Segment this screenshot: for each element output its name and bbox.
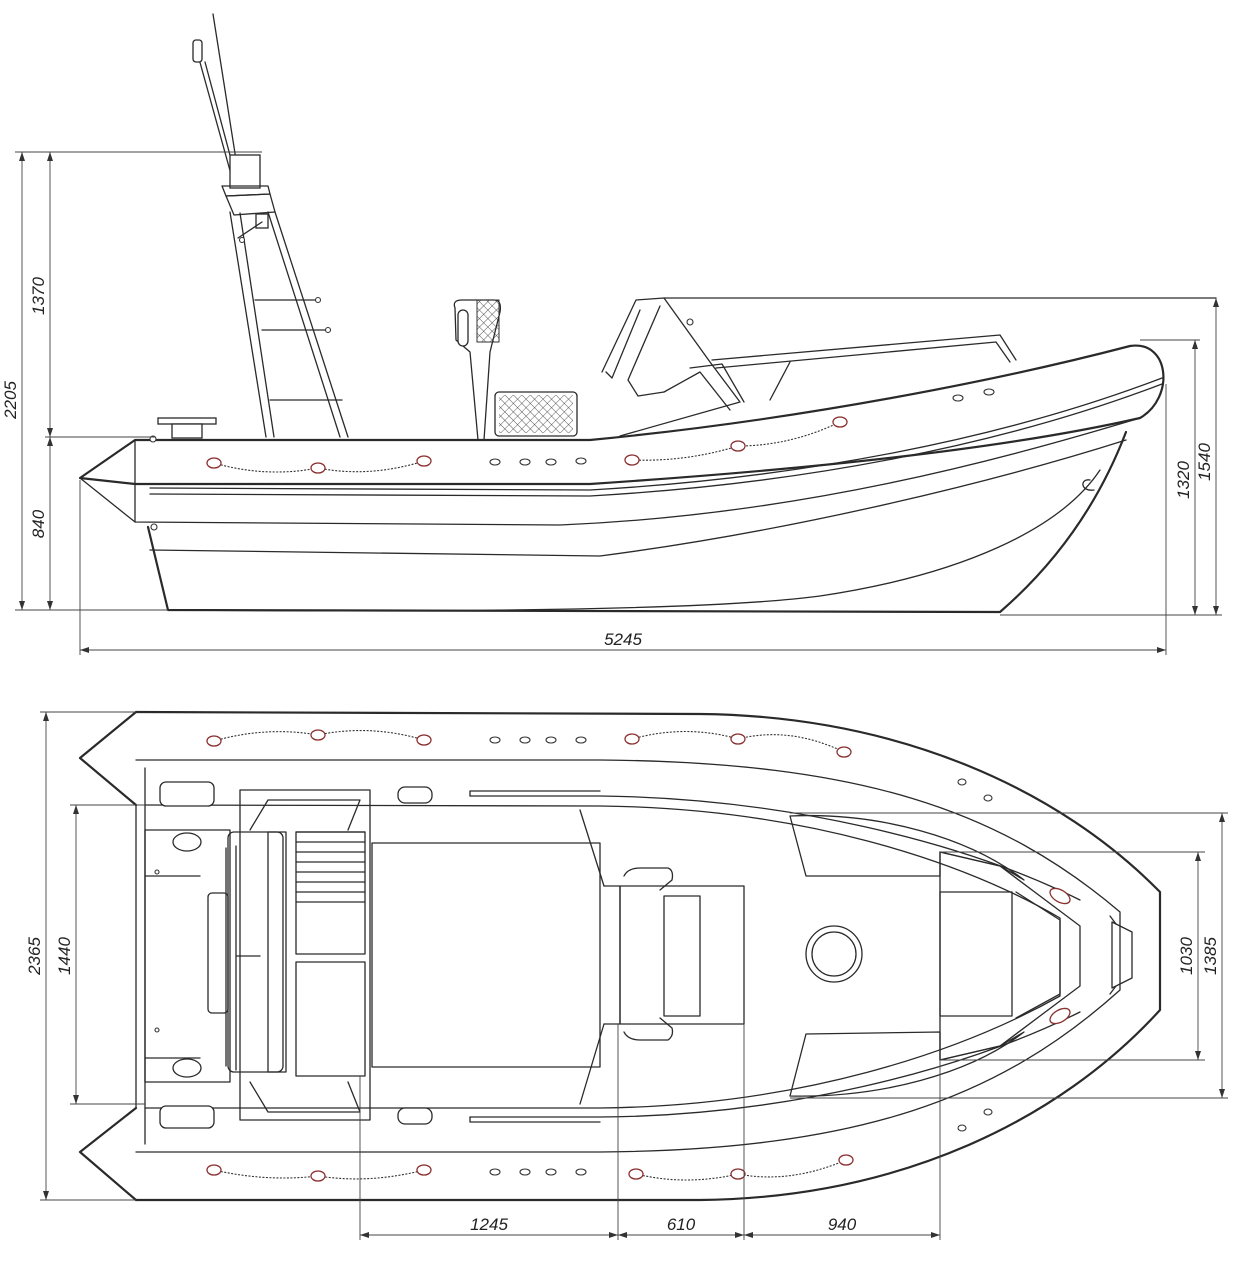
- stern-cleat: [157, 417, 217, 425]
- side-dimensions: [15, 151, 1222, 655]
- dim-length-overall: 5245: [604, 630, 642, 649]
- dim-height-lower: 840: [29, 509, 48, 538]
- dim-beam-total: 2365: [25, 937, 44, 976]
- deck-hatch-round: [805, 925, 863, 983]
- top-rope-rings: [206, 729, 993, 1182]
- top-cleat-lower: [397, 1107, 433, 1125]
- top-arch-frame: [225, 789, 371, 1121]
- dim-height-total: 2205: [1, 381, 20, 420]
- dim-station-1: 1245: [470, 1215, 508, 1234]
- side-view: 2205 1370 840 5245 1320 1540: [1, 13, 1222, 655]
- top-cleat-upper: [397, 786, 433, 804]
- dim-bow-outer: 1385: [1201, 937, 1220, 975]
- dim-height-right-inner: 1320: [1174, 461, 1193, 499]
- dim-height-upper: 1370: [29, 277, 48, 315]
- top-dimensions: [40, 711, 1228, 1240]
- top-view: 2365 1440 1030 1385 1245 610 940: [25, 710, 1228, 1240]
- top-tube: [78, 710, 1162, 1202]
- side-hull: [146, 430, 1128, 614]
- dim-bow-inner: 1030: [1177, 937, 1196, 975]
- dim-station-2: 610: [667, 1215, 696, 1234]
- deck-hatch: [371, 842, 601, 1068]
- stern-deck: [144, 781, 231, 1129]
- t-top-arch: [192, 13, 349, 438]
- side-tube: [78, 344, 1165, 531]
- top-console: [579, 809, 745, 1105]
- console: [601, 297, 1217, 437]
- side-rope-rings: [206, 388, 995, 474]
- dim-height-right-outer: 1540: [1195, 443, 1214, 481]
- dim-beam-inner: 1440: [55, 937, 74, 975]
- dim-station-3: 940: [828, 1215, 857, 1234]
- jockey-seat: [453, 299, 578, 441]
- bow-seats: [789, 814, 1081, 1097]
